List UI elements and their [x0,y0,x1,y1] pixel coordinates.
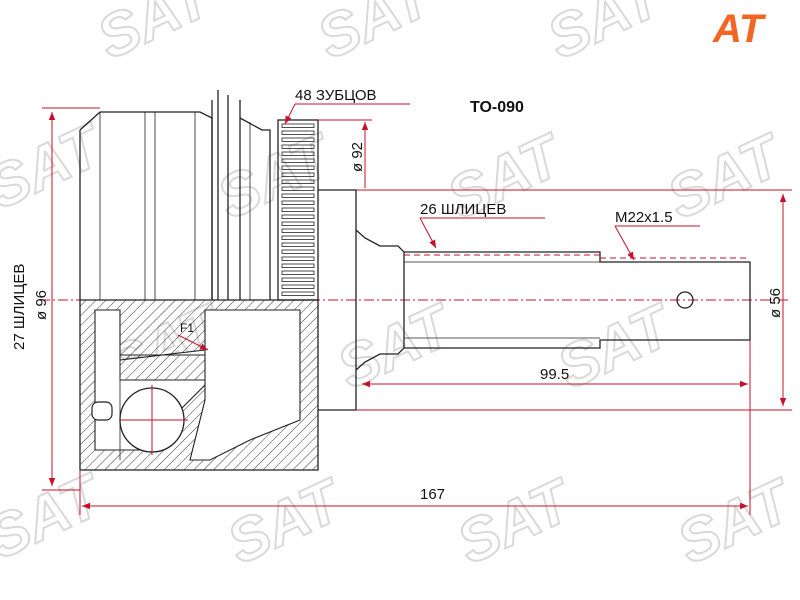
dimension-length-shaft: 99.5 [362,340,751,515]
dimension-diameter-96: ø 96 27 ШЛИЦЕВ [11,107,100,491]
part-number: TO-090 [470,99,524,116]
label-diameter-96: ø 96 [33,290,50,320]
watermark: SAT [0,110,114,221]
watermark: SAT [327,290,464,401]
label-teeth: 48 ЗУБЦОВ [295,87,377,104]
abs-tooth [281,193,315,198]
abs-tooth [281,235,315,240]
label-thread: M22x1.5 [615,209,673,226]
label-spline-inner: 27 ШЛИЦЕВ [11,264,28,350]
watermark: SAT [0,460,114,571]
abs-tooth [281,123,315,128]
watermark: SAT [217,465,354,576]
label-spline-outer: 26 ШЛИЦЕВ [420,201,506,218]
shaft [318,189,751,411]
abs-tooth [281,172,315,177]
section-lower [79,299,319,471]
abs-tooth [281,130,315,135]
dimension-teeth: 48 ЗУБЦОВ [284,87,410,125]
abs-tooth [281,207,315,212]
section-mark: F1 [177,321,209,351]
abs-tooth [281,249,315,254]
watermark: SAT [667,465,800,576]
abs-tooth [281,228,315,233]
abs-tooth [281,256,315,261]
abs-tooth [281,270,315,275]
dimension-diameter-56: ø 56 [356,189,792,411]
dimension-thread: M22x1.5 [600,209,750,261]
label-diameter-92: ø 92 [349,142,366,172]
dimension-diameter-92: ø 92 [318,119,372,188]
dimension-spline-outer: 26 ШЛИЦЕВ [404,201,600,256]
watermark: SAT [657,120,794,231]
abs-tooth [281,242,315,247]
dimension-length-total: 167 [79,470,748,515]
label-section-mark: F1 [180,321,194,335]
abs-tooth [281,291,315,296]
watermark: SAT [537,0,674,72]
housing-upper [79,90,271,300]
abs-tooth [281,165,315,170]
label-diameter-56: ø 56 [767,288,784,318]
abs-tooth [281,186,315,191]
abs-tooth [281,151,315,156]
brand-logo: AT [712,7,767,51]
watermark-layer: SAT SAT SAT SAT SAT SAT SAT SAT SAT SAT … [0,0,800,578]
brand-logo-text: AT [712,7,767,51]
watermark: SAT [547,290,684,401]
abs-tooth [281,221,315,226]
abs-tooth [281,214,315,219]
watermark: SAT [87,0,224,72]
watermark: SAT [307,0,444,72]
abs-tooth [281,137,315,142]
abs-tooth [281,263,315,268]
abs-tooth [281,277,315,282]
abs-tooth [281,144,315,149]
abs-tooth [281,284,315,289]
abs-tooth [281,200,315,205]
watermark: SAT [447,465,584,576]
label-length-shaft: 99.5 [540,366,569,383]
abs-tooth [281,158,315,163]
abs-tooth [281,179,315,184]
label-length-total: 167 [420,486,445,503]
